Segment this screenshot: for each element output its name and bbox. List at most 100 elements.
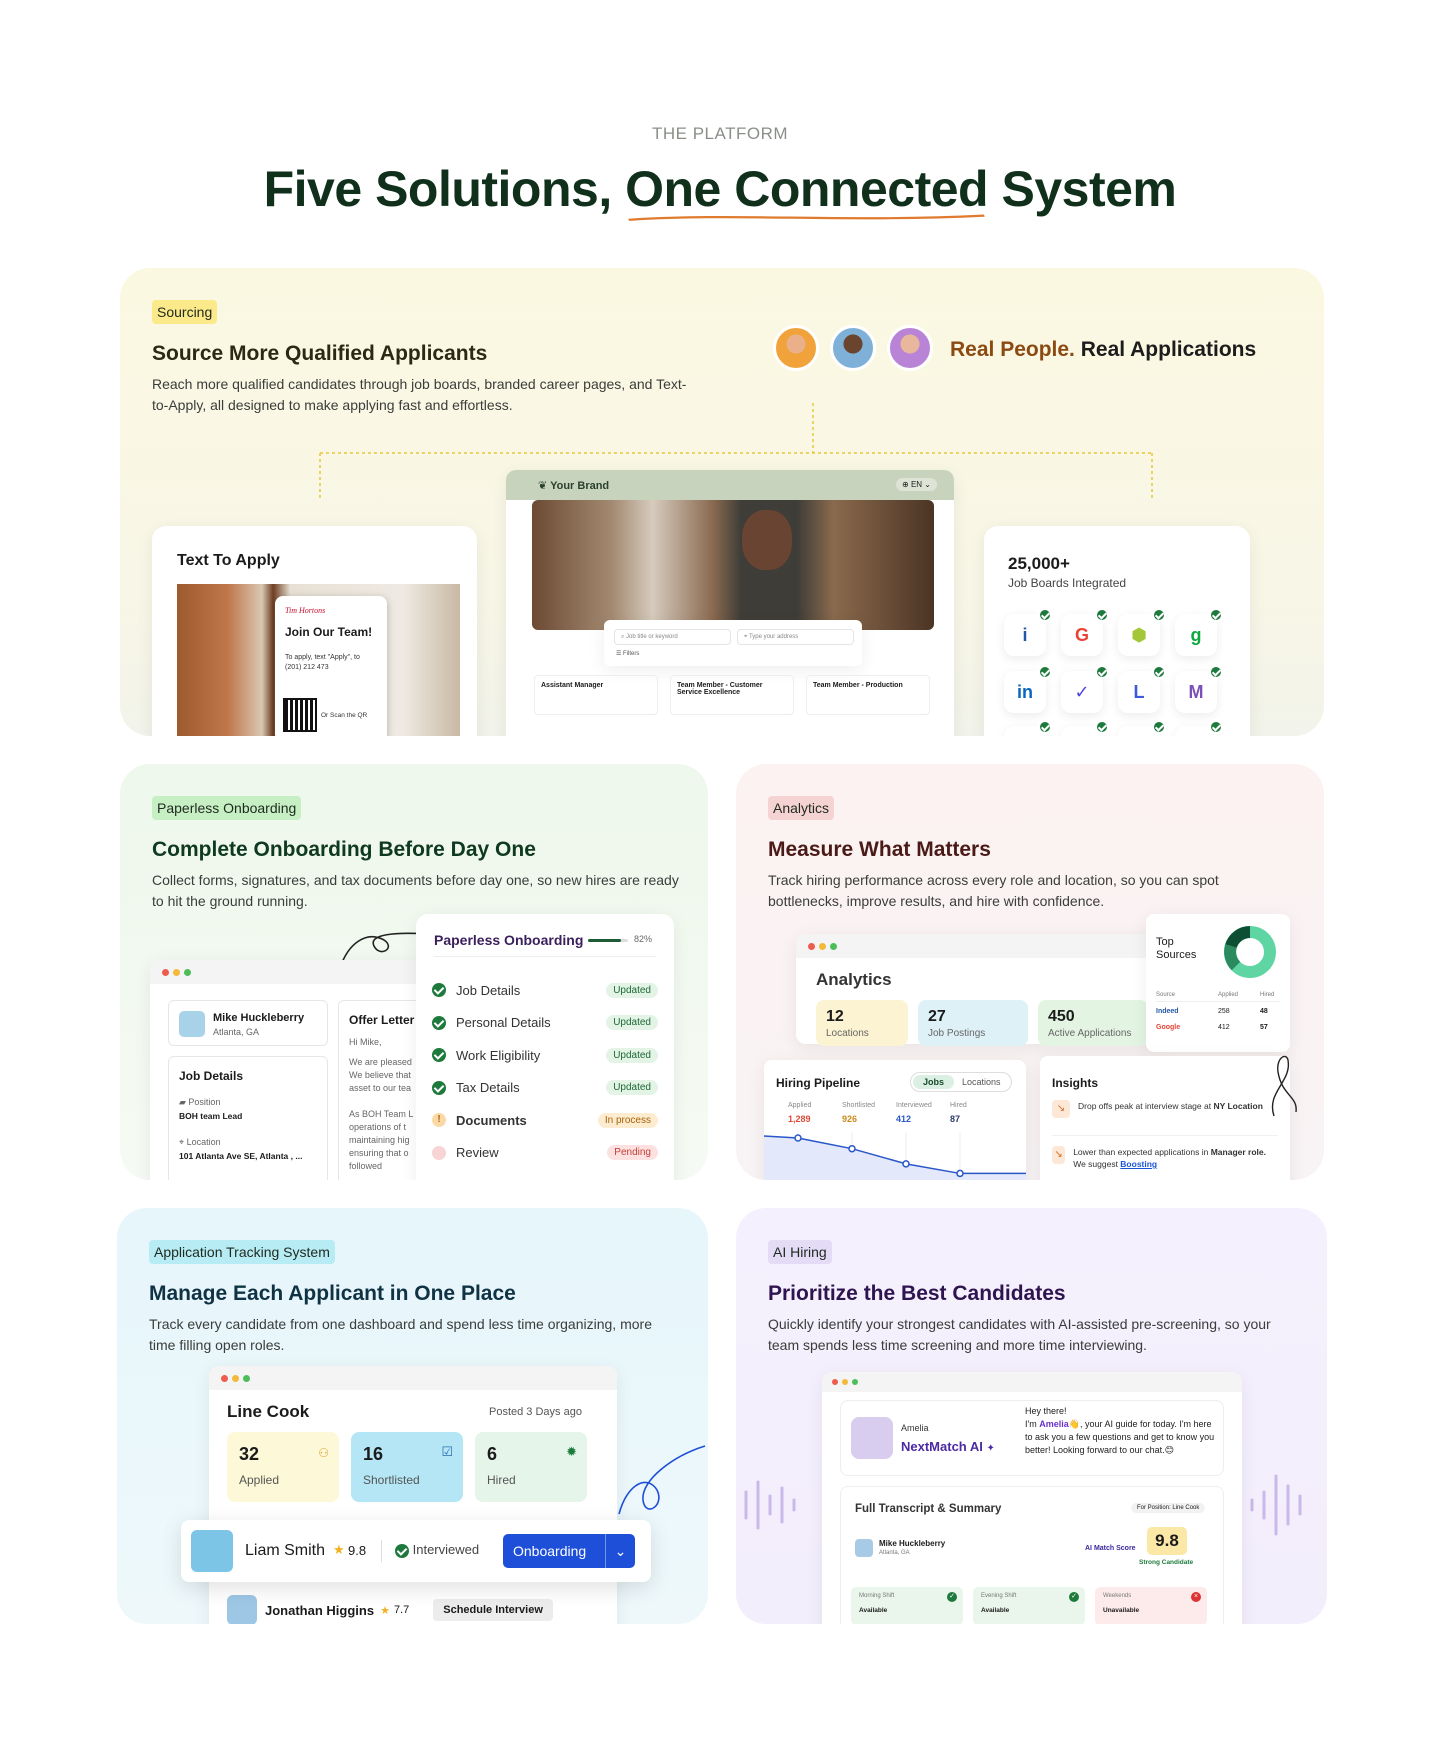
top-sources-title: Top Sources <box>1156 936 1197 961</box>
waveform-right <box>1250 1474 1302 1536</box>
avatar-3 <box>887 325 933 371</box>
real-people-heading: Real People. Real Applications <box>950 338 1257 361</box>
check-icon <box>1152 720 1166 734</box>
pipeline-stage-value: 87 <box>950 1114 961 1124</box>
board-logo-placeholder <box>1175 720 1223 736</box>
pipeline-title: Hiring Pipeline <box>776 1076 861 1090</box>
sources-donut <box>1224 926 1276 978</box>
check-icon <box>1152 608 1166 622</box>
address-input[interactable]: ⌖ Type your address <box>737 629 854 645</box>
trend-down-icon: ↘ <box>1052 1146 1066 1164</box>
check-icon <box>432 983 446 997</box>
pipeline-toggle: Jobs Locations <box>910 1072 1012 1092</box>
storefront-photo: Tim Hortons Join Our Team! To apply, tex… <box>177 584 460 736</box>
shift-name: Weekends <box>1103 1593 1132 1599</box>
onboarding-button[interactable]: Onboarding <box>513 1543 587 1559</box>
language-select[interactable]: ⊕ EN ⌄ <box>896 478 937 491</box>
career-page-panel: ❦ Your Brand ⊕ EN ⌄ ⌕ Job title or keywo… <box>506 470 954 736</box>
offer-line: asset to our tea <box>349 1083 412 1093</box>
check-icon <box>1095 665 1109 679</box>
toggle-jobs[interactable]: Jobs <box>913 1075 955 1089</box>
offer-greeting: Hi Mike, <box>349 1037 382 1047</box>
android-logo: ⬢ <box>1118 608 1166 656</box>
ai-card: AI Hiring Prioritize the Best Candidates… <box>736 1208 1327 1624</box>
checklist-status-badge: In process <box>597 1112 658 1128</box>
candidate-name: Liam Smith <box>245 1542 326 1559</box>
star-icon: ★ <box>380 1604 390 1617</box>
google-logo: G <box>1061 608 1109 656</box>
connector-lines <box>319 403 1153 500</box>
checkbox-icon: ☑ <box>441 1444 453 1459</box>
employee-card[interactable]: Mike Huckleberry Atlanta, GA <box>168 1000 328 1046</box>
job-search-box: ⌕ Job title or keyword ⌖ Type your addre… <box>604 620 862 666</box>
filters-button[interactable]: ☰ Filters <box>616 651 640 657</box>
job-title: Line Cook <box>227 1402 310 1421</box>
check-icon <box>1209 665 1223 679</box>
linkedin-logo: in <box>1004 665 1052 713</box>
board-logo-placeholder <box>1118 720 1166 736</box>
sourcing-title: Source More Qualified Applicants <box>152 342 488 365</box>
bot-name: Amelia <box>901 1423 929 1433</box>
chevron-down-icon[interactable]: ⌄ <box>605 1534 635 1568</box>
sourcing-card: Sourcing Source More Qualified Applicant… <box>120 268 1324 736</box>
candidate-avatar <box>227 1595 257 1624</box>
waveform-left <box>744 1480 796 1530</box>
page-title: Five Solutions, One Connected System <box>0 160 1440 221</box>
star-icon: ★ <box>333 1542 345 1557</box>
eyebrow: THE PLATFORM <box>651 124 789 143</box>
window-dots <box>832 1379 858 1385</box>
check-icon <box>432 1015 446 1030</box>
toggle-locations[interactable]: Locations <box>962 1077 1001 1087</box>
onboarding-tag: Paperless Onboarding <box>152 796 302 820</box>
check-icon <box>1038 665 1052 679</box>
sparkle-icon: ✦ <box>986 1443 995 1454</box>
ats-card: Application Tracking System Manage Each … <box>117 1208 708 1624</box>
pipeline-chart <box>764 1132 1026 1180</box>
job-details-box: Job Details ▰ Position BOH team Lead ⌖ L… <box>168 1056 328 1180</box>
transcript-box: Full Transcript & Summary For Position: … <box>840 1486 1224 1624</box>
offer-line: followed <box>349 1161 383 1171</box>
offer-line: As BOH Team L <box>349 1109 414 1119</box>
candidate-row-2[interactable]: Jonathan Higgins ★ 7.7 Schedule Intervie… <box>227 1592 599 1624</box>
ai-chat-box: Amelia NextMatch AI ✦ Hey there! I'm Ame… <box>840 1400 1224 1476</box>
m-logo: M <box>1175 665 1223 713</box>
bot-avatar <box>851 1417 893 1459</box>
offer-letter-title: Offer Letter <box>349 1013 415 1027</box>
candidate-avatar <box>191 1530 233 1572</box>
checklist-progress-fill <box>588 939 621 942</box>
job-card-3[interactable]: Team Member - Production <box>806 675 930 715</box>
keyword-input[interactable]: ⌕ Job title or keyword <box>614 629 731 645</box>
checklist-item-label: Documents <box>456 1112 527 1128</box>
position-chip: For Position: Line Cook <box>1131 1503 1206 1513</box>
position-label: ▰ Position <box>179 1097 221 1107</box>
text-to-apply-panel: Text To Apply Tim Hortons Join Our Team!… <box>152 526 477 736</box>
stage-dropdown[interactable]: Onboarding ⌄ <box>503 1534 635 1568</box>
job-card-2[interactable]: Team Member - Customer Service Excellenc… <box>670 675 794 715</box>
transcript-title: Full Transcript & Summary <box>855 1503 1002 1515</box>
pending-icon <box>432 1145 446 1160</box>
pipeline-stage-label: Shortlisted <box>842 1102 876 1109</box>
job-card-1[interactable]: Assistant Manager <box>534 675 658 715</box>
strong-candidate-label: Strong Candidate <box>1139 1559 1194 1566</box>
qr-code <box>283 698 317 732</box>
transcript-candidate-location: Atlanta, GA <box>879 1550 910 1556</box>
badge-icon: ✹ <box>566 1444 577 1459</box>
analytics-card: Analytics Measure What Matters Track hir… <box>736 764 1324 1180</box>
employee-location: Atlanta, GA <box>213 1027 260 1037</box>
analytics-tag: Analytics <box>768 796 835 820</box>
location-label: ⌖ Location <box>179 1137 221 1147</box>
candidate-score: 9.8 <box>348 1543 367 1558</box>
boosting-link[interactable]: Boosting <box>1120 1159 1158 1169</box>
pipeline-stage-label: Interviewed <box>896 1102 932 1109</box>
candidate-row-1[interactable]: Liam Smith ★ 9.8 Interviewed Onboarding … <box>181 1520 651 1582</box>
schedule-interview-button[interactable]: Schedule Interview <box>433 1599 553 1621</box>
